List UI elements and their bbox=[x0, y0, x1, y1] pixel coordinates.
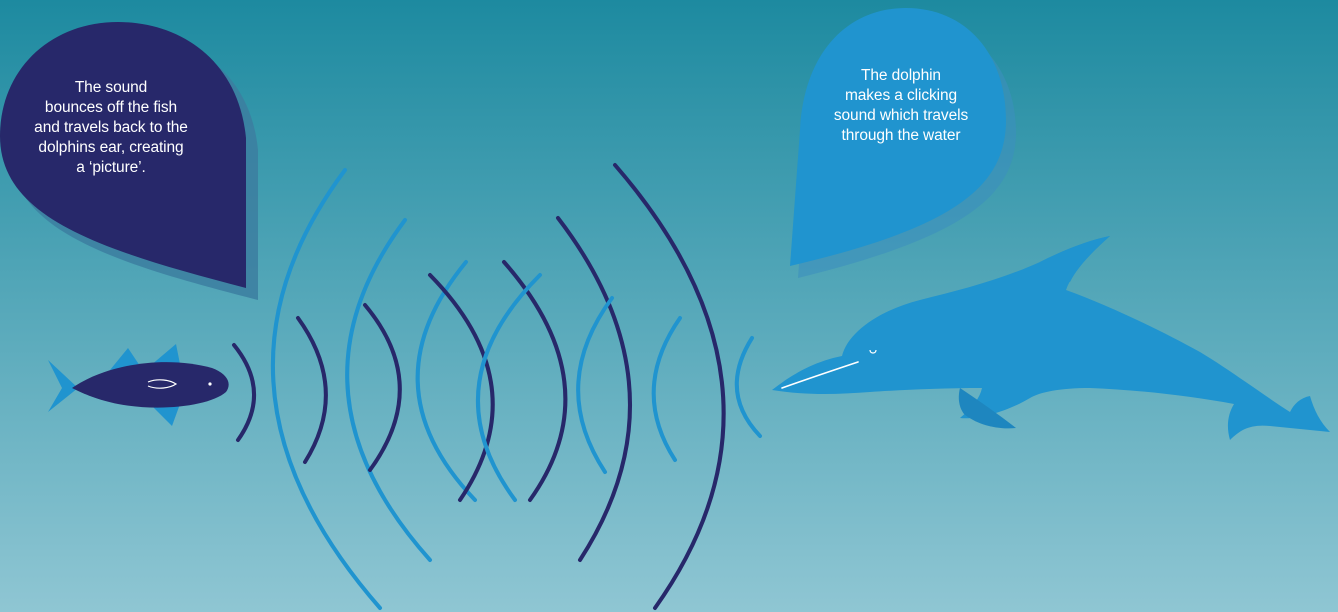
fish-bubble-line: bounces off the fish bbox=[22, 98, 200, 118]
fish-bubble-line: and travels back to the bbox=[22, 118, 200, 138]
fish-bubble-line: The sound bbox=[22, 78, 200, 98]
fish-eye bbox=[208, 382, 211, 385]
dolphin-bubble-line: through the water bbox=[826, 126, 976, 146]
dolphin-bubble-text: The dolphin makes a clicking sound which… bbox=[826, 66, 976, 146]
dolphin-bubble-line: makes a clicking bbox=[826, 86, 976, 106]
fish-bubble-text: The sound bounces off the fish and trave… bbox=[22, 78, 200, 178]
fish-bubble-line: dolphins ear, creating bbox=[22, 138, 200, 158]
fish-bubble-line: a ‘picture’. bbox=[22, 158, 200, 178]
dolphin-bubble-line: The dolphin bbox=[826, 66, 976, 86]
dolphin-bubble-line: sound which travels bbox=[826, 106, 976, 126]
